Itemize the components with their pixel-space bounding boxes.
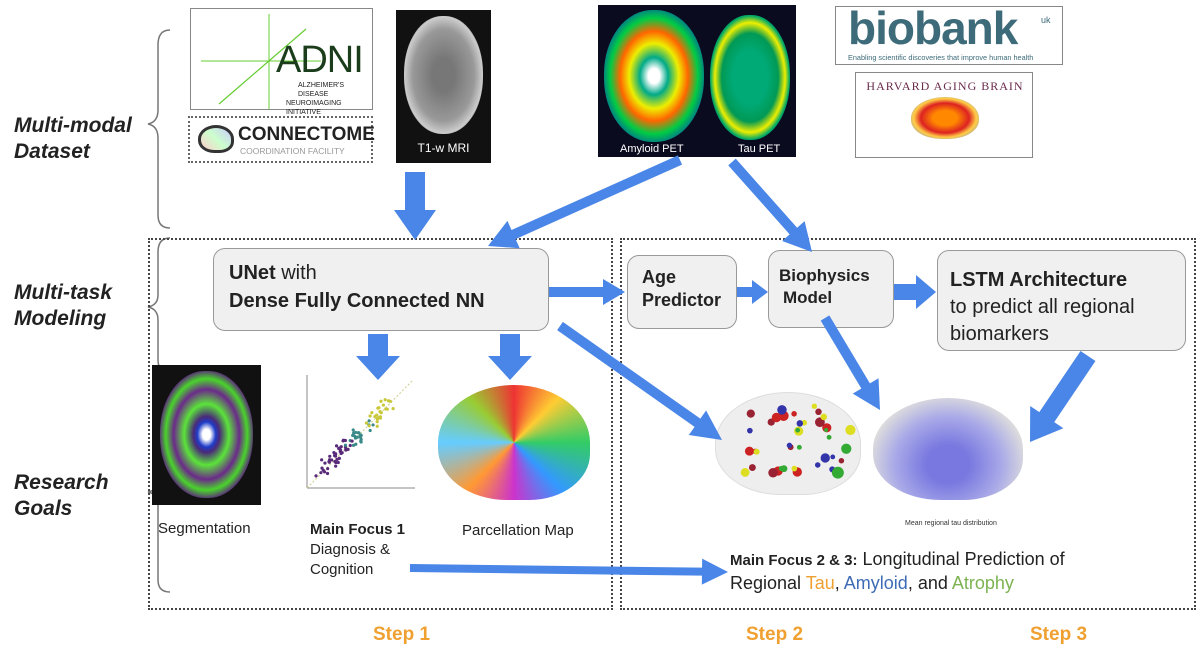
arrow-pet-to-biophysics [728, 159, 812, 252]
arrow-pet-to-unet [488, 155, 682, 248]
arrow-focus1-to-focus23 [410, 559, 728, 585]
arrow-unet-to-spheres [557, 322, 722, 440]
arrow-mri-to-unet [394, 172, 436, 240]
arrow-biophysics-to-lstm [894, 275, 936, 309]
arrow-unet-to-age [549, 279, 625, 305]
arrow-lstm-to-tau [1030, 351, 1095, 442]
arrow-unet-to-parcellation [488, 334, 532, 380]
arrow-biophysics-to-tau [821, 315, 880, 410]
arrow-unet-to-scatter [356, 334, 400, 380]
arrow-age-to-biophysics [737, 280, 768, 304]
